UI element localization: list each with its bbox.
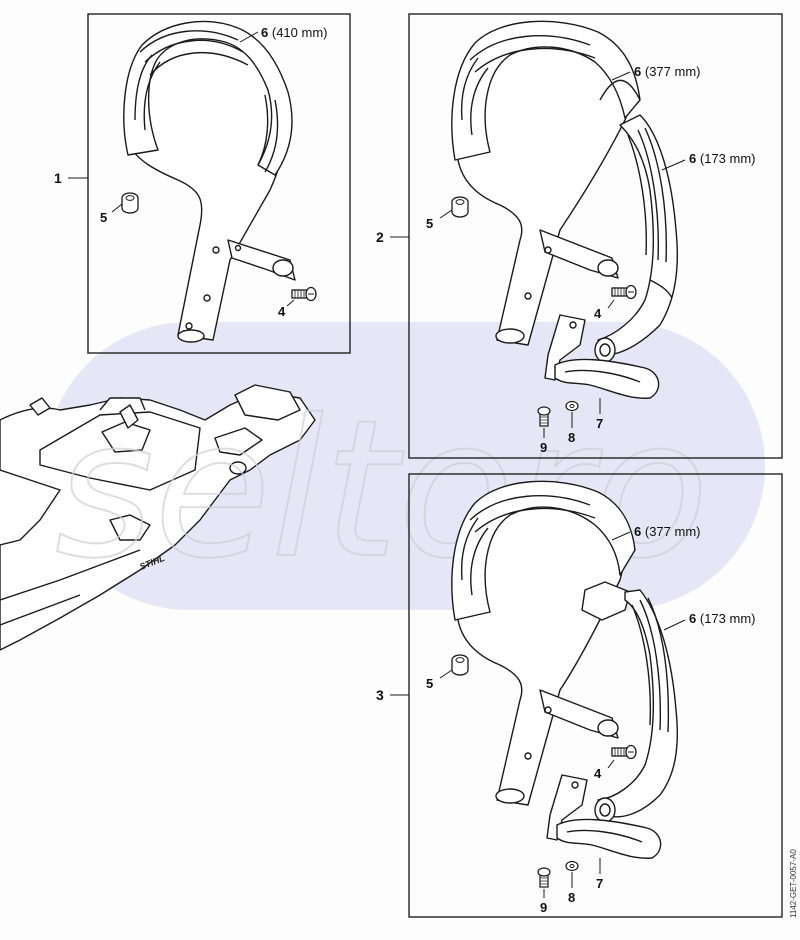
handlebar-2-illustration: [451, 20, 679, 363]
bracket-part-7-p3: [546, 774, 662, 859]
callout-4-p3: 4: [594, 766, 602, 781]
leader-6a-p3: [611, 531, 631, 541]
callout-6-410: 6 (410 mm): [261, 25, 327, 40]
callout-6-377-p3: 6 (377 mm): [634, 524, 700, 539]
screw-part-4-p3: [611, 744, 637, 760]
washer-part-8-p2: [565, 400, 579, 412]
document-code: 1142-GET-0057-A0: [789, 849, 798, 918]
callout-4-p2: 4: [594, 306, 602, 321]
leader-4-p1: [286, 299, 295, 307]
leader-6-p1: [239, 31, 259, 43]
callout-4-p1: 4: [278, 304, 286, 319]
callout-6-173-p2: 6 (173 mm): [689, 151, 755, 166]
sleeve-part-5: [121, 192, 139, 214]
panel-2-border: [408, 13, 783, 459]
leader-5-p1: [111, 203, 123, 213]
screw-part-4: [291, 286, 317, 302]
screw-part-9-p3: [537, 867, 551, 888]
callout-9-p3: 9: [540, 900, 547, 915]
sleeve-part-5-p2: [451, 196, 469, 218]
leader-6b-p3: [663, 619, 686, 631]
handlebar-3-illustration: [451, 480, 679, 823]
callout-8-p2: 8: [568, 430, 575, 445]
callout-7-p2: 7: [596, 416, 603, 431]
leader-5-p2: [439, 209, 453, 219]
screw-part-9-p2: [537, 406, 551, 427]
callout-5-p2: 5: [426, 216, 433, 231]
callout-5-p3: 5: [426, 676, 433, 691]
panel-3-label: 3: [376, 687, 384, 703]
chainsaw-body-illustration: [0, 384, 316, 651]
panel-2-label: 2: [376, 229, 384, 245]
callout-6-173-p3: 6 (173 mm): [689, 611, 755, 626]
callout-9-p2: 9: [540, 440, 547, 455]
screw-part-4-p2: [611, 284, 637, 300]
leader-5-p3: [439, 669, 453, 679]
callout-7-p3: 7: [596, 876, 603, 891]
callout-6-377-p2: 6 (377 mm): [634, 64, 700, 79]
handlebar-410-illustration: [123, 20, 296, 343]
callout-8-p3: 8: [568, 890, 575, 905]
sleeve-part-5-p3: [451, 654, 469, 676]
bracket-part-7-p2: [544, 314, 660, 399]
leader-6a-p2: [611, 71, 631, 81]
washer-part-8-p3: [565, 860, 579, 872]
panel-1-label: 1: [54, 170, 62, 186]
leader-4-p3: [607, 759, 615, 769]
panel-1-border: [87, 13, 351, 354]
leader-4-p2: [607, 299, 615, 309]
callout-5-p1: 5: [100, 210, 107, 225]
leader-6b-p2: [661, 159, 686, 171]
